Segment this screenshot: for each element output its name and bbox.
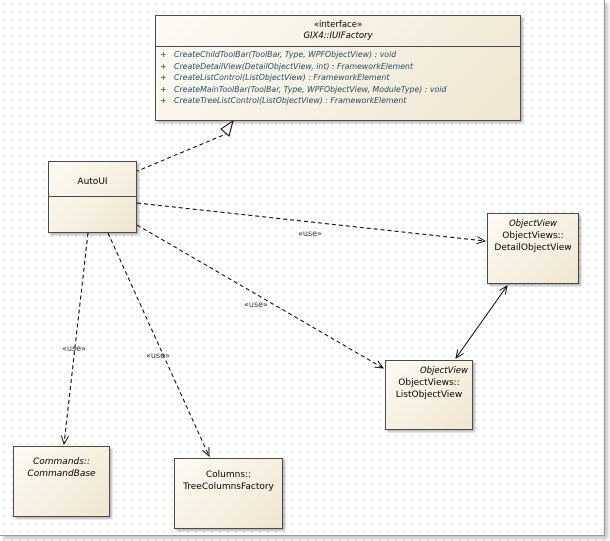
iuifactory-operations: +CreateChildToolBar(ToolBar, Type, WPFOb… [156, 47, 520, 109]
iuifactory-name: GIX4::IUIFactory [303, 31, 373, 41]
visibility-marker: + [160, 50, 167, 59]
association-line[interactable] [456, 286, 507, 358]
use-label-list: «use» [244, 300, 268, 309]
visibility-marker: + [160, 96, 167, 105]
list-object-view-name-line1: ObjectViews:: [398, 378, 460, 388]
tree-columns-factory-class[interactable]: Columns:: TreeColumnsFactory [174, 458, 283, 529]
list-object-view-name-line2: ListObjectView [395, 390, 463, 400]
visibility-marker: + [160, 84, 167, 94]
use-label-treecolumns: «use» [146, 351, 170, 360]
realization-line[interactable] [134, 133, 227, 173]
command-base-name-line2: CommandBase [27, 469, 96, 479]
command-base-class[interactable]: Commands:: CommandBase [13, 446, 110, 517]
use-line-commandbase[interactable] [64, 232, 89, 444]
operation-item[interactable]: +CreateListControl(ListObjectView) : Fra… [160, 73, 390, 82]
use-line-list[interactable] [136, 224, 383, 368]
autoui-class[interactable]: AutoUI [48, 161, 137, 233]
operation-item[interactable]: +CreateTreeListControl(ListObjectView) :… [160, 96, 407, 105]
detail-object-view-name-line2: DetailObjectView [494, 243, 572, 253]
iuifactory-stereotype: «interface» [313, 20, 363, 30]
visibility-marker: + [160, 73, 167, 82]
use-line-treecolumns[interactable] [107, 232, 209, 456]
detail-object-view-stereotype: ObjectView [508, 219, 558, 229]
autoui-name: AutoUI [77, 177, 108, 187]
operation-item[interactable]: +CreateMainToolBar(ToolBar, Type, WPFObj… [160, 84, 447, 94]
command-base-name-line1: Commands:: [32, 457, 90, 467]
tree-columns-factory-name-line1: Columns:: [205, 470, 252, 480]
operation-item[interactable]: +CreateChildToolBar(ToolBar, Type, WPFOb… [160, 50, 397, 59]
operation-item[interactable]: +CreateDetailView(DetailObjectView, int)… [160, 61, 414, 71]
realization-arrowhead [220, 119, 234, 137]
list-object-view-class[interactable]: ObjectView ObjectViews:: ListObjectView [385, 360, 473, 430]
detail-object-view-name-line1: ObjectViews:: [502, 231, 564, 241]
list-object-view-stereotype: ObjectView [419, 366, 468, 376]
visibility-marker: + [160, 61, 167, 71]
use-label-detail: «use» [298, 229, 322, 238]
iuifactory-class[interactable]: «interface» GIX4::IUIFactory +CreateChil… [155, 15, 521, 121]
detail-object-view-class[interactable]: ObjectView ObjectViews:: DetailObjectVie… [487, 213, 579, 284]
tree-columns-factory-name-line2: TreeColumnsFactory [183, 482, 274, 492]
use-label-commandbase: «use» [62, 344, 86, 353]
use-line-detail[interactable] [136, 202, 485, 241]
